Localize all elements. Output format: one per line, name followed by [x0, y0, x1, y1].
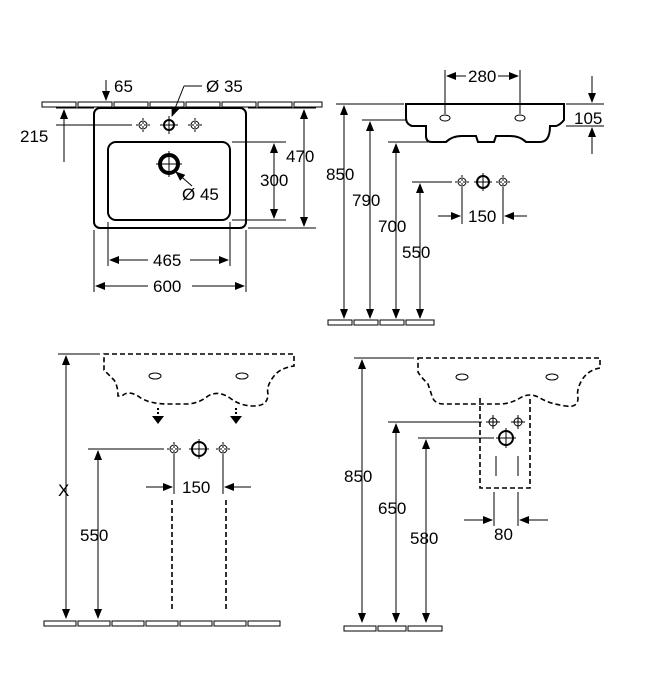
- dim-waste-diameter: Ø 45: [182, 185, 219, 204]
- arrow-down-left-icon: [152, 408, 164, 424]
- dim-total-depth: 470: [286, 147, 314, 166]
- tap-holes: [136, 116, 202, 134]
- wall-strip-top: [41, 101, 323, 108]
- dim-tap-offset: 65: [114, 77, 133, 96]
- floor-strip-pedestal: [343, 625, 443, 632]
- dim-outlet-height: 650: [378, 499, 406, 518]
- basin-outline: [93, 107, 247, 229]
- dim-tap-depth: 215: [20, 127, 48, 146]
- dim-drain-height: 700: [378, 217, 406, 236]
- floor-strip-side: [327, 319, 435, 326]
- dim-supply-spacing-side: 150: [468, 207, 496, 226]
- dim-pedestal-width: 80: [494, 525, 513, 544]
- dim-bowl-width: 465: [153, 251, 181, 270]
- dim-supply-height-wall: 550: [80, 526, 108, 545]
- top-view: 65 Ø 35 215 470 300 Ø 45 465 600: [20, 77, 323, 296]
- dim-mounting-spacing: 280: [468, 67, 496, 86]
- dim-variable-height: X: [58, 481, 69, 500]
- pedestal-view: 80 850 650 580: [343, 357, 601, 632]
- basin-front-dashed: [103, 353, 295, 407]
- dim-overall-width: 600: [153, 277, 181, 296]
- dim-bowl-depth: 300: [260, 171, 288, 190]
- dim-rim-thickness: 105: [574, 109, 602, 128]
- supply-holes-side: [455, 173, 510, 191]
- side-view: 280 105 150 850 790: [326, 67, 604, 326]
- supply-holes-pedestal: [486, 415, 525, 448]
- dim-supply-spacing-wall: 150: [182, 478, 210, 497]
- basin-profile: [405, 103, 565, 143]
- pedestal-outline: [479, 398, 531, 489]
- arrow-down-right-icon: [230, 408, 242, 424]
- dim-underside-height: 790: [352, 191, 380, 210]
- floor-strip-wall: [43, 620, 281, 627]
- wall-hung-view: 150 X 550: [43, 353, 295, 627]
- dim-rim-height-pedestal: 850: [344, 467, 372, 486]
- dim-tap-diameter: Ø 35: [206, 77, 243, 96]
- basin-front-dashed-pedestal: [417, 357, 601, 408]
- bowl-outline: [107, 141, 231, 221]
- dim-supply-height-pedestal: 580: [410, 529, 438, 548]
- dim-rim-height-side: 850: [326, 165, 354, 184]
- supply-holes-wall: [167, 439, 230, 459]
- dim-supply-height-side: 550: [402, 243, 430, 262]
